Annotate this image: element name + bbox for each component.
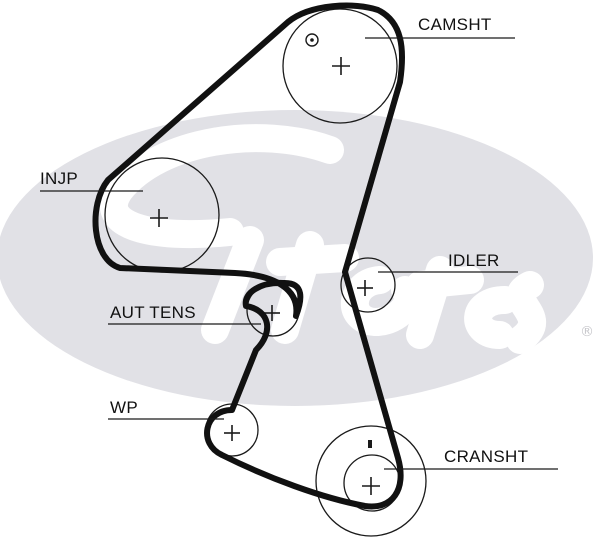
label-injection-pump: INJP — [40, 169, 78, 188]
leader-lines — [40, 37, 558, 470]
label-crankshaft: CRANSHT — [444, 447, 528, 466]
timing-mark-icon — [305, 33, 319, 47]
component-labels: CAMSHT INJP IDLER AUT TENS WP CRANSHT — [40, 15, 528, 466]
label-camshaft: CAMSHT — [418, 15, 492, 34]
center-cross-icon — [150, 209, 168, 227]
pulley-camshaft — [282, 8, 398, 124]
center-cross-icon — [264, 305, 280, 321]
label-idler: IDLER — [448, 251, 500, 270]
center-cross-icon — [224, 425, 240, 441]
label-auto-tensioner: AUT TENS — [110, 303, 196, 322]
pulley-idler — [340, 257, 396, 313]
gates-watermark: ® — [0, 110, 594, 406]
center-cross-icon — [332, 57, 350, 75]
center-cross-icon — [362, 477, 380, 495]
label-water-pump: WP — [110, 398, 138, 417]
timing-mark-icon — [368, 440, 372, 448]
center-cross-icon — [357, 280, 373, 296]
timing-belt — [92, 2, 405, 510]
pulley-crankshaft — [315, 425, 427, 537]
registered-mark: ® — [580, 324, 594, 340]
watermark-lettering — [100, 124, 547, 354]
